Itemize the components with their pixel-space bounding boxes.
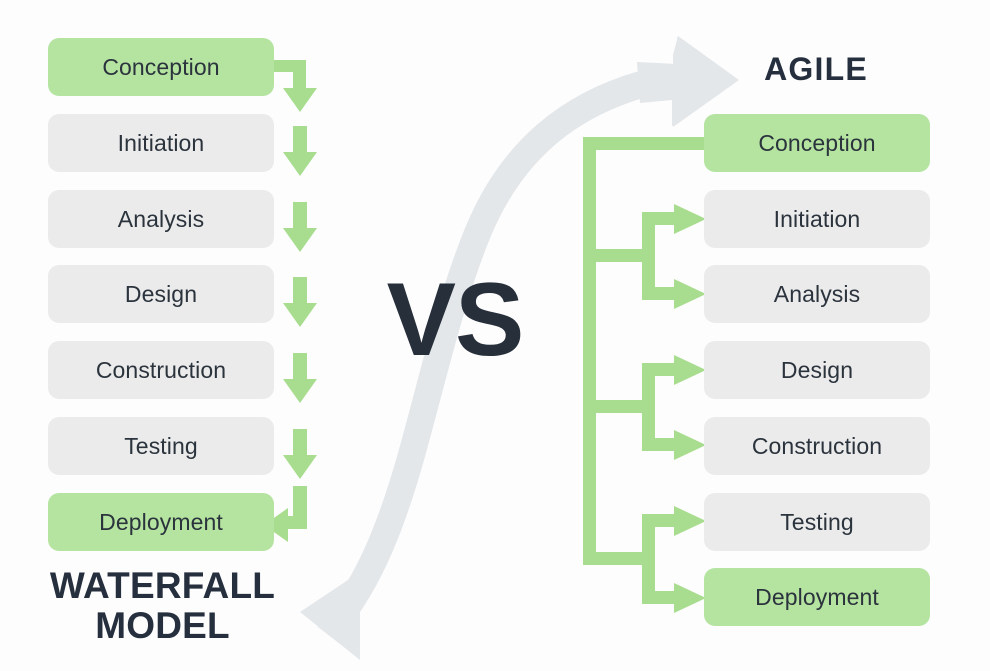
agile-phase-testing[interactable]: Testing <box>704 493 930 551</box>
agile-flow-arrows <box>583 137 706 613</box>
agile-phase-label: Deployment <box>755 583 879 610</box>
agile-phase-label: Initiation <box>773 205 861 232</box>
waterfall-flow-arrows <box>264 60 317 542</box>
waterfall-phase-label: Testing <box>124 432 198 459</box>
waterfall-phase-construction[interactable]: Construction <box>48 341 274 399</box>
waterfall-phase-label: Design <box>124 280 198 307</box>
agile-phase-label: Design <box>780 356 854 383</box>
agile-phase-design[interactable]: Design <box>704 341 930 399</box>
waterfall-phase-label: Analysis <box>117 205 205 232</box>
agile-phase-label: Analysis <box>773 280 861 307</box>
waterfall-phase-conception[interactable]: Conception <box>48 38 274 96</box>
waterfall-phase-analysis[interactable]: Analysis <box>48 190 274 248</box>
agile-title: AGILE <box>764 51 868 87</box>
agile-phase-deployment[interactable]: Deployment <box>704 568 930 626</box>
waterfall-phase-testing[interactable]: Testing <box>48 417 274 475</box>
agile-phase-construction[interactable]: Construction <box>704 417 930 475</box>
waterfall-phase-label: Deployment <box>99 508 223 535</box>
waterfall-phase-deployment[interactable]: Deployment <box>48 493 274 551</box>
waterfall-model-title: WATERFALL MODEL <box>20 566 305 646</box>
waterfall-phase-label: Construction <box>95 356 227 383</box>
agile-phase-label: Conception <box>758 129 876 156</box>
agile-phase-analysis[interactable]: Analysis <box>704 265 930 323</box>
vs-label: VS <box>386 262 525 378</box>
waterfall-title-line-2: MODEL <box>95 604 230 646</box>
waterfall-phase-initiation[interactable]: Initiation <box>48 114 274 172</box>
waterfall-phase-label: Conception <box>102 53 220 80</box>
waterfall-phase-design[interactable]: Design <box>48 265 274 323</box>
agile-phase-conception[interactable]: Conception <box>704 114 930 172</box>
agile-phase-initiation[interactable]: Initiation <box>704 190 930 248</box>
agile-phase-label: Construction <box>751 432 883 459</box>
waterfall-title-line-1: WATERFALL <box>49 565 276 606</box>
vs-curved-double-arrow <box>300 36 739 660</box>
agile-phase-label: Testing <box>780 508 854 535</box>
waterfall-phase-label: Initiation <box>117 129 205 156</box>
